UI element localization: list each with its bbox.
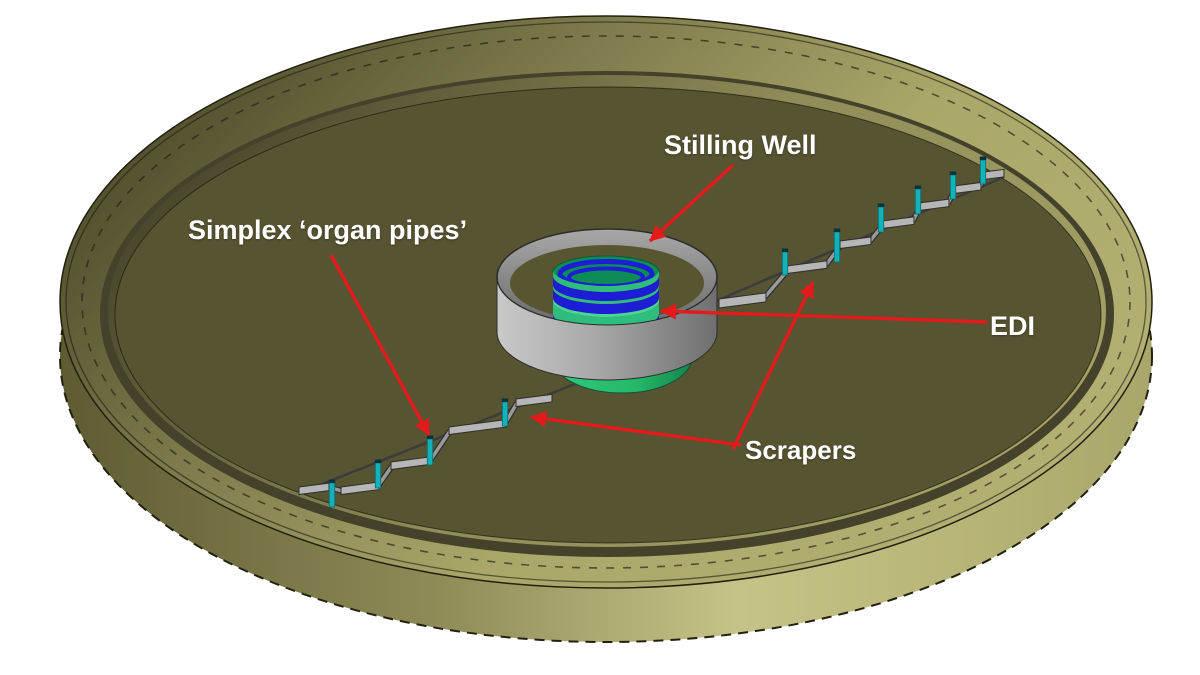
organ-pipe bbox=[374, 462, 382, 489]
edi-band bbox=[553, 276, 659, 301]
organ-pipe bbox=[877, 206, 885, 233]
label-edi: EDI bbox=[990, 311, 1036, 341]
scraper-arm-left bbox=[298, 378, 586, 508]
organ-pipe-cap bbox=[877, 203, 885, 207]
edi-band bbox=[553, 301, 659, 330]
label-scrapers: Scrapers bbox=[745, 435, 857, 465]
scraper-blade bbox=[718, 292, 767, 309]
organ-pipe-cap bbox=[949, 171, 957, 175]
organ-pipe bbox=[979, 159, 987, 185]
arrow-stilling-well bbox=[648, 163, 735, 243]
organ-pipe-cap bbox=[979, 156, 987, 160]
edi-band bbox=[553, 288, 659, 314]
edi-band bbox=[553, 298, 659, 317]
edi-band bbox=[553, 285, 659, 304]
organ-pipe-cap bbox=[374, 459, 382, 463]
arrow-simplex-organ-pipes bbox=[329, 254, 431, 436]
label-simplex-organ-pipes: Simplex ‘organ pipes’ bbox=[188, 215, 468, 245]
organ-pipe-cap bbox=[833, 228, 841, 232]
organ-pipe-cap bbox=[426, 435, 434, 439]
arrow-edi bbox=[660, 303, 988, 324]
organ-pipe bbox=[501, 401, 509, 427]
organ-pipe-cap bbox=[781, 248, 789, 252]
organ-pipe-cap bbox=[914, 185, 922, 189]
stilling-well-assembly bbox=[496, 228, 718, 394]
organ-pipe-cap bbox=[328, 479, 336, 483]
scraper-arm-right bbox=[699, 156, 1005, 310]
organ-pipe bbox=[949, 174, 957, 200]
organ-pipe-cap bbox=[501, 398, 509, 402]
organ-pipe bbox=[914, 188, 922, 215]
edi-band bbox=[553, 270, 659, 292]
arrow-scrapers-up bbox=[731, 281, 815, 450]
arrow-scrapers-left bbox=[530, 411, 742, 447]
scraper-blade bbox=[515, 393, 553, 408]
stilling-well-wall bbox=[496, 276, 718, 381]
label-stilling-well: Stilling Well bbox=[664, 130, 817, 160]
organ-pipe bbox=[328, 482, 336, 508]
organ-pipe bbox=[833, 231, 841, 263]
annotation-arrows bbox=[329, 163, 988, 450]
organ-pipe bbox=[426, 438, 434, 466]
organ-pipe bbox=[781, 251, 789, 276]
